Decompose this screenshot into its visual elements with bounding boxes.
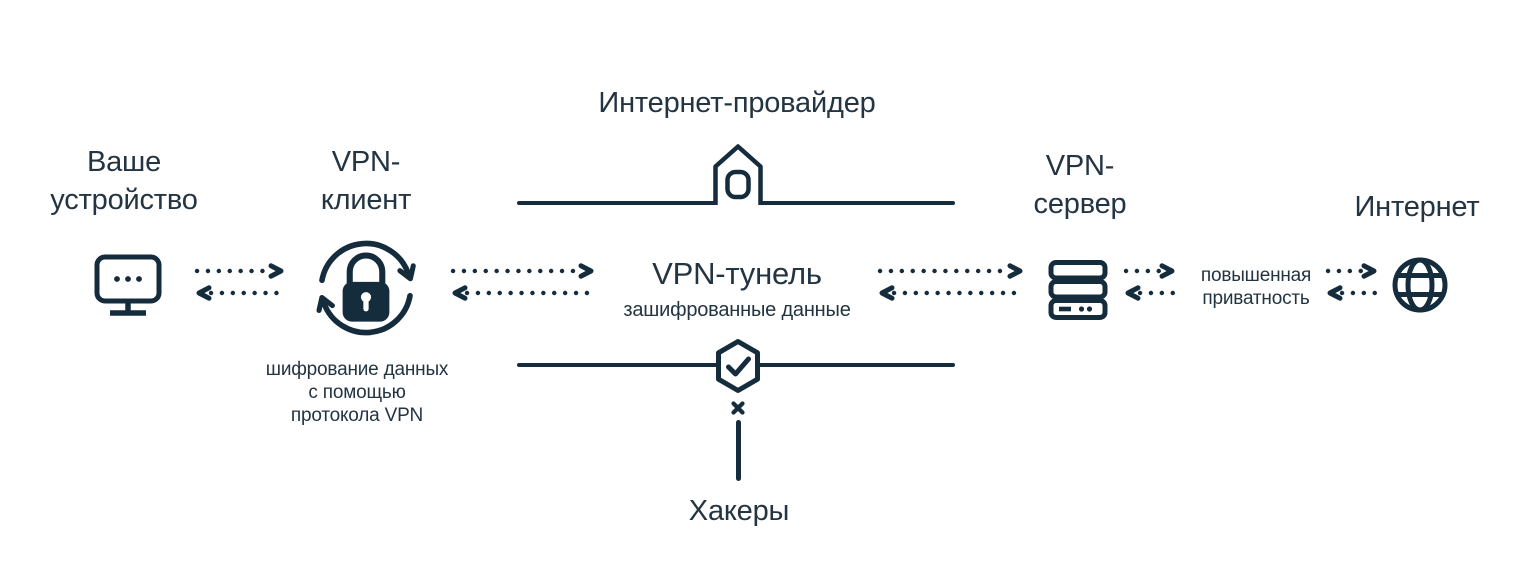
lock-sync-icon	[316, 240, 416, 336]
shield-check-icon	[716, 339, 760, 393]
privacy-caption-line1: повышенная	[1200, 265, 1312, 286]
vpn-server-label-line1: VPN-	[1045, 150, 1115, 182]
device-client-arrow-right-icon	[194, 263, 284, 279]
tunnel-label: VPN-тунель	[652, 256, 822, 291]
device-client-arrow-left-icon	[196, 285, 286, 301]
encryption-caption-line1: шифрование данных	[265, 359, 449, 380]
vpn-client-label-line2: клиент	[320, 184, 412, 216]
device-label-line2: устройство	[50, 184, 198, 216]
hacker-connector-line	[736, 420, 741, 481]
house-icon	[713, 144, 763, 205]
privacy-caption-line2: приватность	[1202, 288, 1310, 309]
vpn-client-label: VPN- клиент	[266, 143, 466, 219]
privacy-internet-arrow-right-icon	[1325, 263, 1377, 279]
encryption-caption-line3: протокола VPN	[290, 405, 424, 426]
privacy-internet-arrow-left-icon	[1327, 285, 1379, 301]
client-tunnel-arrow-left-icon	[452, 285, 596, 301]
device-label-line1: Ваше	[86, 146, 162, 178]
device-label: Ваше устройство	[24, 143, 224, 219]
server-icon	[1048, 260, 1108, 320]
tunnel-caption: зашифрованные данные	[623, 299, 851, 321]
monitor-icon	[94, 254, 162, 316]
vpn-client-label-line1: VPN-	[331, 146, 401, 178]
encryption-caption-line2: с помощью	[308, 382, 406, 403]
vpn-server-label: VPN- сервер	[980, 147, 1180, 223]
globe-icon	[1392, 257, 1448, 313]
client-tunnel-arrow-right-icon	[450, 263, 594, 279]
server-privacy-arrow-right-icon	[1123, 263, 1175, 279]
tunnel-server-arrow-left-icon	[879, 285, 1025, 301]
server-privacy-arrow-left-icon	[1125, 285, 1177, 301]
isp-title: Интернет-провайдер	[598, 87, 876, 119]
cross-icon	[731, 401, 745, 415]
vpn-server-label-line2: сервер	[1033, 188, 1127, 220]
internet-label: Интернет	[1354, 191, 1480, 223]
tunnel-server-arrow-right-icon	[877, 263, 1023, 279]
hackers-label: Хакеры	[688, 495, 790, 527]
privacy-caption: повышенная приватность	[1186, 264, 1326, 310]
encryption-caption: шифрование данных с помощью протокола VP…	[257, 358, 457, 427]
